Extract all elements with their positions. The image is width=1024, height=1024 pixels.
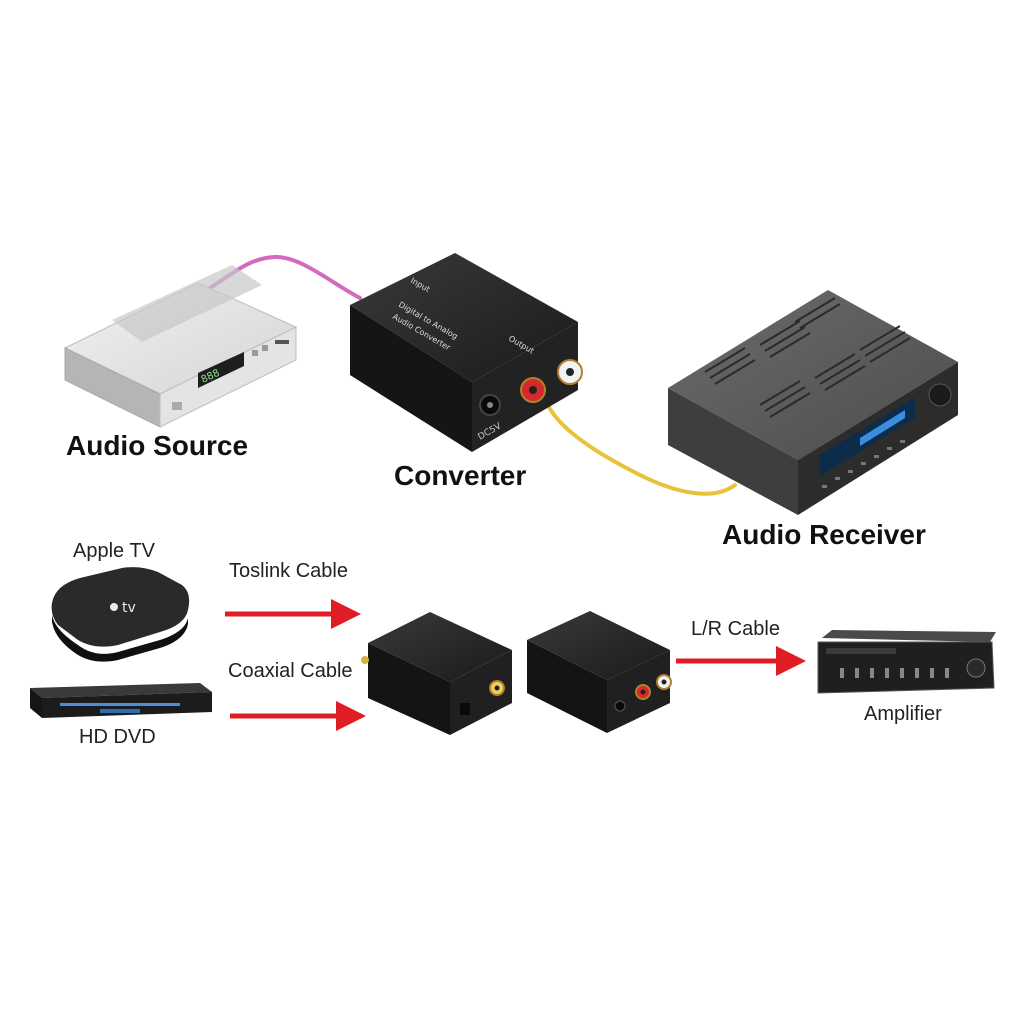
audio-receiver-label: Audio Receiver xyxy=(722,519,926,550)
converter-label: Converter xyxy=(394,460,527,491)
apple-tv-device: tv xyxy=(51,567,190,662)
apple-tv-logo: tv xyxy=(122,600,136,616)
converter-box-right xyxy=(527,611,672,733)
converter-box-left xyxy=(361,612,512,735)
apple-tv-label: Apple TV xyxy=(73,540,155,562)
audio-source-label: Audio Source xyxy=(66,430,249,461)
amplifier-device xyxy=(817,630,996,694)
amplifier-label: Amplifier xyxy=(864,703,942,725)
coaxial-cable-label: Coaxial Cable xyxy=(228,660,353,682)
converter-device: Input Digital to Analog Audio Converter … xyxy=(350,253,583,452)
toslink-cable-label: Toslink Cable xyxy=(229,560,348,582)
hd-dvd-device xyxy=(30,683,212,718)
lr-cable-label: L/R Cable xyxy=(691,618,780,640)
audio-source-device: 888 xyxy=(63,265,298,428)
rca-cable xyxy=(546,403,737,496)
audio-receiver-device xyxy=(668,290,958,515)
hd-dvd-label: HD DVD xyxy=(79,726,156,748)
